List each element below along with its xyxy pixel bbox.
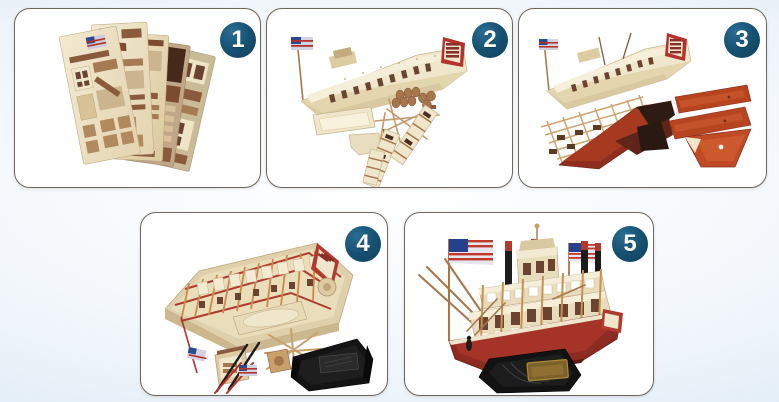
ladder-2 [389,104,438,166]
step-badge-5: 5 [612,226,648,262]
step-badge-1: 1 [220,22,256,58]
step-badge-2: 2 [472,22,508,58]
oval-deck-plate [312,106,376,136]
step-4-illustration [141,213,387,395]
flag-left [539,39,558,92]
display-stand [290,338,374,392]
flag-spar [239,365,257,376]
step-panel-4[interactable] [140,212,388,396]
step-2-illustration [267,9,512,187]
flag-lower-left [180,316,207,374]
display-stand [478,348,582,394]
step-3-illustration [519,9,766,187]
finished-model-artwork [418,223,623,394]
step-1-illustration [15,9,260,187]
step-5-illustration [405,213,653,395]
step-badge-4: 4 [345,226,381,262]
deck-house [546,32,692,110]
superstructure-artwork [291,37,468,187]
deck-house [300,37,468,122]
framed-deck [164,242,354,355]
deck-strips [668,84,752,140]
hull [448,312,622,376]
stern-paddle [601,309,623,333]
mast-base [266,348,292,374]
die-cut-sheets-artwork [59,21,216,172]
step-panel-1[interactable] [14,8,261,188]
deck-framing-artwork [164,242,374,394]
step-badge-3: 3 [724,22,760,58]
flag-main [448,239,493,341]
deck-figure [466,335,472,351]
hull-planks [558,100,675,170]
step-panel-2[interactable] [266,8,513,188]
triangular-plate [684,128,752,168]
flag-left [291,37,313,102]
lattice-fittings [549,125,601,154]
hull-frames-artwork [539,32,752,170]
ladder-3 [362,148,386,186]
